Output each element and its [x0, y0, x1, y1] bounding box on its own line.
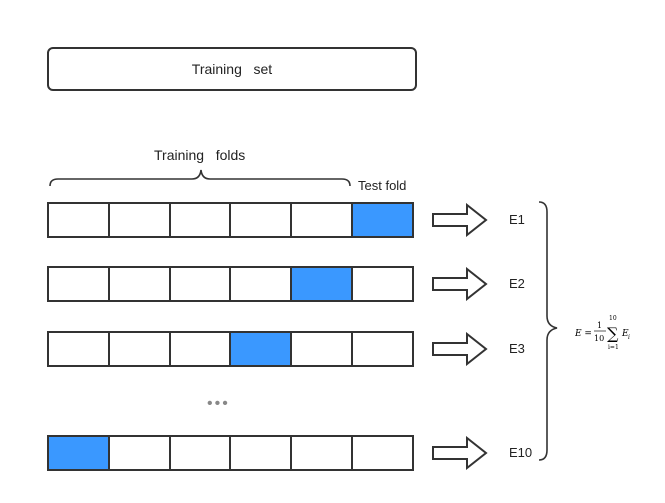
formula-sigma: ∑: [607, 324, 619, 343]
fold-row: [47, 435, 414, 471]
training-fold-cell: [231, 268, 293, 300]
formula-numerator: 1: [597, 321, 602, 330]
formula-sum-bottom: i=1: [608, 344, 619, 351]
training-fold-cell: [170, 268, 232, 300]
formula-denominator: 10: [594, 334, 604, 343]
training-folds-label: Training folds: [154, 147, 246, 163]
arrow-icon: [432, 332, 488, 366]
formula-term-sub: i: [628, 334, 630, 341]
training-fold-cell: [109, 437, 171, 469]
formula-graphic: E = 1 10 10 ∑ i=1 E i: [574, 315, 630, 351]
training-fold-cell: [170, 204, 232, 236]
training-fold-cell: [49, 333, 110, 365]
error-label: E3: [509, 341, 525, 356]
formula-lhs: E =: [575, 329, 592, 339]
average-error-formula: E = 1 10 10 ∑ i=1 E i: [574, 310, 645, 361]
arrow-icon: [432, 436, 488, 470]
training-fold-cell: [353, 333, 412, 365]
test-fold-cell: [292, 268, 354, 300]
formula-term: E: [621, 329, 629, 339]
error-label: E2: [509, 276, 525, 291]
training-fold-cell: [292, 333, 354, 365]
training-fold-cell: [170, 333, 232, 365]
training-fold-cell: [109, 204, 171, 236]
errors-brace: [538, 201, 558, 461]
training-fold-cell: [49, 268, 110, 300]
training-set-box: Training set: [47, 47, 417, 91]
fold-row: [47, 266, 414, 302]
error-label: E1: [509, 212, 525, 227]
training-fold-cell: [109, 333, 171, 365]
training-fold-cell: [292, 437, 354, 469]
training-fold-cell: [231, 437, 293, 469]
training-fold-cell: [231, 204, 293, 236]
test-fold-cell: [353, 204, 412, 236]
training-folds-brace: [49, 169, 351, 187]
training-fold-cell: [292, 204, 354, 236]
fold-row: [47, 331, 414, 367]
training-fold-cell: [109, 268, 171, 300]
arrow-icon: [432, 203, 488, 237]
ellipsis: •••: [207, 395, 230, 412]
training-fold-cell: [353, 437, 412, 469]
test-fold-cell: [231, 333, 293, 365]
error-label: E10: [509, 445, 533, 460]
training-fold-cell: [170, 437, 232, 469]
fold-row: [47, 202, 414, 238]
formula-sum-top: 10: [609, 315, 617, 322]
test-fold-cell: [49, 437, 110, 469]
training-set-label: Training set: [191, 61, 273, 77]
training-fold-cell: [353, 268, 412, 300]
test-fold-label: Test fold: [358, 178, 407, 193]
training-fold-cell: [49, 204, 110, 236]
arrow-icon: [432, 267, 488, 301]
